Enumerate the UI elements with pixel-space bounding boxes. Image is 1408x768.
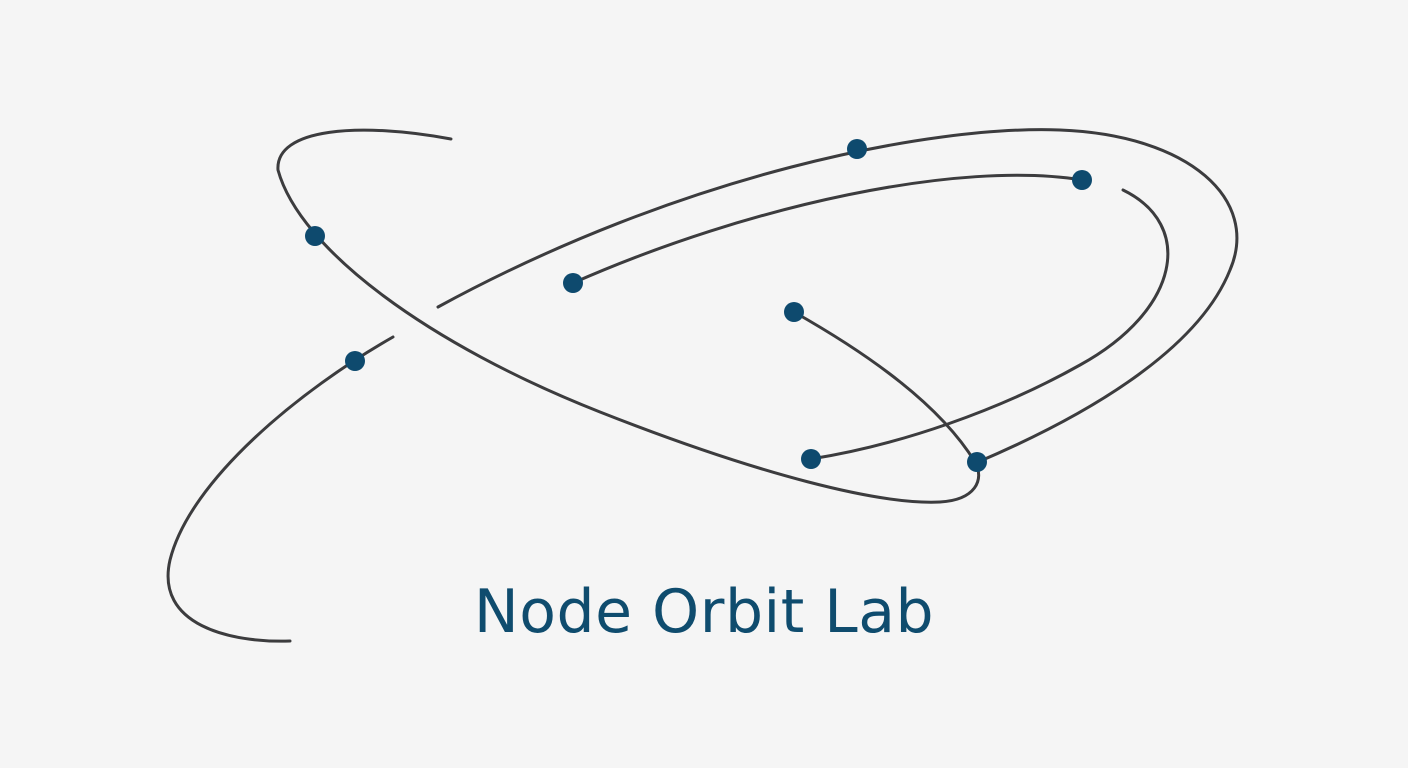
orbit-node [1072, 170, 1092, 190]
orbit-node [801, 449, 821, 469]
orbit-line-tilted [276, 128, 981, 504]
orbit-line-outer [436, 128, 1239, 464]
orbit-line-sweep [166, 335, 395, 643]
orbit-node [967, 452, 987, 472]
orbit-node [305, 226, 325, 246]
orbit-line-inner [571, 173, 1084, 285]
brand-wordmark: Node Orbit Lab [473, 577, 935, 647]
orbit-node [847, 139, 867, 159]
orbit-node [784, 302, 804, 322]
orbit-node [563, 273, 583, 293]
orbit-line-return [809, 188, 1170, 461]
orbit-node [345, 351, 365, 371]
orbit-line-stem [792, 310, 977, 464]
